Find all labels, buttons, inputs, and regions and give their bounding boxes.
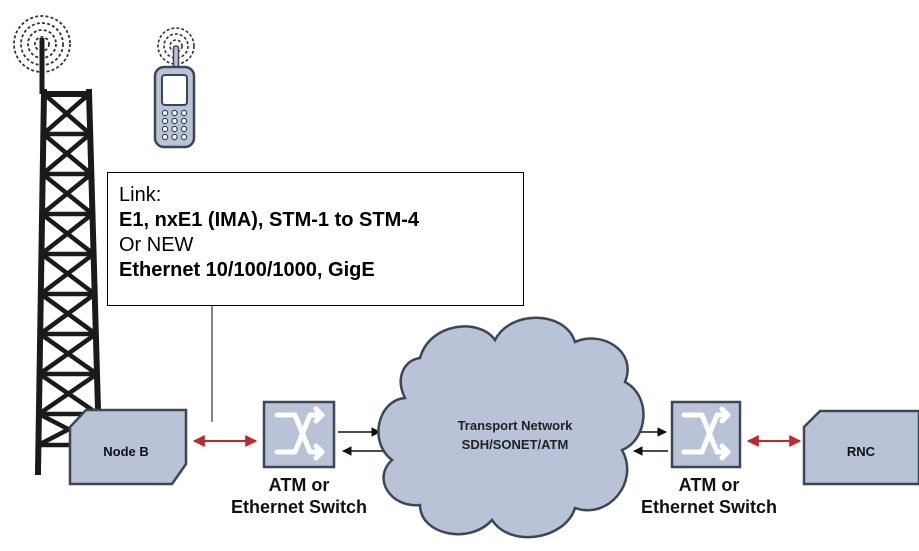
phone-key (161, 133, 169, 141)
tower-brace (39, 252, 95, 296)
rnc-label: RNC (846, 444, 876, 459)
tower-brace (37, 372, 99, 416)
link-box-line1: E1, nxE1 (IMA), STM-1 to STM-4 (119, 209, 420, 231)
phone-key (171, 109, 178, 117)
transport-network-title: Transport Network (457, 418, 573, 433)
phone-key (180, 117, 188, 125)
rnc-shape (802, 409, 919, 486)
phone-key (180, 109, 188, 117)
transport-network-subtitle: SDH/SONET/ATM (461, 437, 569, 452)
phone-key (161, 125, 169, 133)
switch-right-label-line1: ATM or (678, 475, 740, 495)
link-box-line2: Or NEW (119, 234, 194, 256)
switch-left-label-line1: ATM or (268, 475, 330, 495)
cell-tower-icon (13, 15, 103, 476)
phone-key (161, 109, 169, 117)
mobile-phone-icon (153, 27, 196, 149)
phone-key (171, 133, 178, 141)
atm-switch-icon (670, 400, 742, 469)
phone-key (161, 117, 169, 125)
tower-brace (40, 212, 94, 256)
node-b-shape (68, 408, 188, 486)
tower-brace (38, 332, 98, 376)
transport-cloud-icon (377, 316, 645, 539)
phone-key (180, 125, 188, 133)
link-box-line3: Ethernet 10/100/1000, GigE (119, 259, 375, 281)
phone-key (180, 133, 188, 141)
tower-brace (41, 132, 92, 176)
link-info-box: Link: E1, nxE1 (IMA), STM-1 to STM-4 Or … (107, 172, 524, 306)
atm-switch-icon (262, 400, 336, 469)
switch-left-label-line2: Ethernet Switch (230, 497, 368, 517)
phone-key (171, 117, 178, 125)
node-b-label: Node B (103, 444, 149, 459)
tower-brace (38, 292, 97, 336)
tower-brace (40, 172, 93, 216)
link-box-title: Link: (119, 184, 162, 206)
tower-brace (41, 92, 91, 136)
switch-right-label-line2: Ethernet Switch (640, 497, 778, 517)
phone-key (171, 125, 178, 133)
